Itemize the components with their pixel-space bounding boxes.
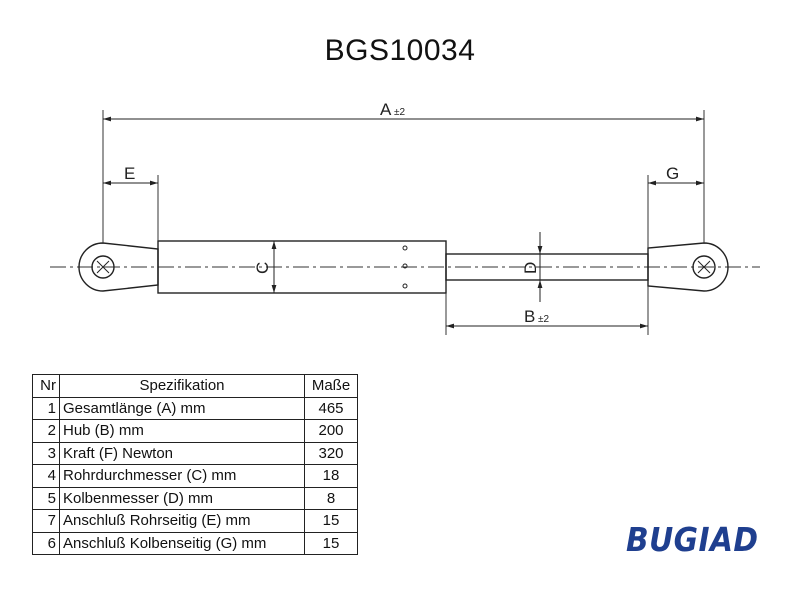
- row-nr: 5: [32, 486, 60, 510]
- dim-tolerance-b: ±2: [538, 314, 549, 325]
- row-value: 320: [304, 441, 358, 465]
- brand-logo: BUGIAD: [626, 520, 759, 559]
- row-value: 200: [304, 419, 358, 443]
- row-nr: 3: [32, 441, 60, 465]
- dim-tolerance-a: ±2: [394, 107, 405, 118]
- header-value: Maße: [304, 374, 358, 398]
- table-row: 6 Anschluß Kolbenseitig (G) mm 15: [32, 531, 358, 555]
- specification-table: Nr Spezifikation Maße 1 Gesamtlänge (A) …: [32, 374, 358, 555]
- row-nr: 6: [32, 531, 60, 555]
- table-row: 4 Rohrdurchmesser (C) mm 18: [32, 464, 358, 488]
- row-spec: Kraft (F) Newton: [59, 441, 305, 465]
- table-row: 7 Anschluß Rohrseitig (E) mm 15: [32, 509, 358, 533]
- row-value: 465: [304, 396, 358, 420]
- row-value: 15: [304, 509, 358, 533]
- table-row: 5 Kolbenmesser (D) mm 8: [32, 486, 358, 510]
- part-number-title: BGS10034: [324, 34, 476, 67]
- left-eyelet: [78, 242, 159, 292]
- row-nr: 1: [32, 396, 60, 420]
- row-spec: Anschluß Rohrseitig (E) mm: [59, 509, 305, 533]
- dim-label-a: A: [380, 100, 392, 119]
- row-spec: Kolbenmesser (D) mm: [59, 486, 305, 510]
- dim-label-d: D: [521, 262, 540, 274]
- gas-spring-drawing: A ±2 E G C D B ±2: [50, 100, 760, 335]
- row-spec: Hub (B) mm: [59, 419, 305, 443]
- right-eyelet: [647, 242, 729, 292]
- table-header-row: Nr Spezifikation Maße: [32, 374, 358, 398]
- table-row: 1 Gesamtlänge (A) mm 465: [32, 396, 358, 420]
- row-spec: Anschluß Kolbenseitig (G) mm: [59, 531, 305, 555]
- table-row: 2 Hub (B) mm 200: [32, 419, 358, 443]
- row-spec: Rohrdurchmesser (C) mm: [59, 464, 305, 488]
- row-value: 8: [304, 486, 358, 510]
- header-spec: Spezifikation: [59, 374, 305, 398]
- row-value: 15: [304, 531, 358, 555]
- row-nr: 2: [32, 419, 60, 443]
- table-row: 3 Kraft (F) Newton 320: [32, 441, 358, 465]
- header-nr: Nr: [32, 374, 60, 398]
- dim-label-g: G: [666, 164, 679, 183]
- dim-label-c: C: [253, 262, 272, 274]
- row-nr: 7: [32, 509, 60, 533]
- row-nr: 4: [32, 464, 60, 488]
- row-value: 18: [304, 464, 358, 488]
- row-spec: Gesamtlänge (A) mm: [59, 396, 305, 420]
- dim-label-e: E: [124, 164, 135, 183]
- dim-label-b: B: [524, 307, 535, 326]
